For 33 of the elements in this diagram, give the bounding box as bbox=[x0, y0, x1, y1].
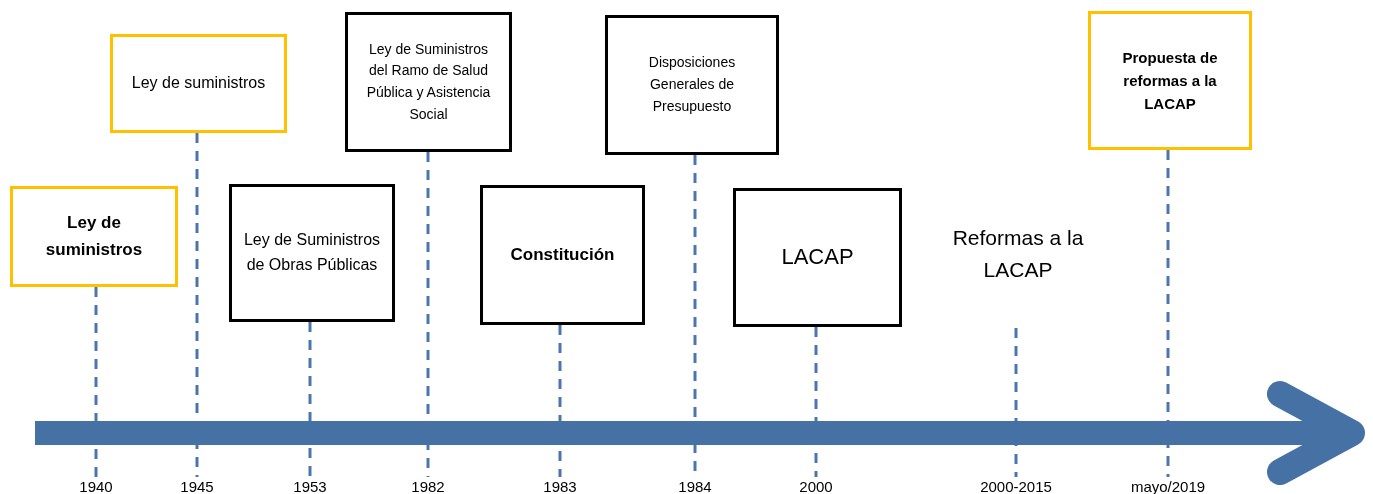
year-label: 1984 bbox=[645, 477, 745, 494]
event-text: Constitución bbox=[510, 243, 615, 266]
year-label: 1982 bbox=[378, 477, 478, 494]
year-label: 1945 bbox=[147, 477, 247, 494]
event-box bbox=[733, 188, 902, 327]
event-box bbox=[10, 186, 178, 287]
event-text: Ley de Suministros de Obras Públicas bbox=[242, 230, 382, 275]
event-box bbox=[110, 34, 287, 133]
year-label: 1940 bbox=[46, 477, 146, 494]
year-label: 1953 bbox=[260, 477, 360, 494]
event-box bbox=[345, 12, 512, 152]
event-box bbox=[480, 185, 645, 325]
event-box bbox=[1088, 11, 1252, 150]
dashed-connector bbox=[558, 325, 562, 477]
year-label: 2000-2015 bbox=[966, 477, 1066, 494]
event-text: Ley de suministros bbox=[131, 73, 266, 94]
dashed-connector bbox=[94, 287, 98, 477]
event-text: Ley de Suministros del Ramo de Salud Pública y Asistencia Social bbox=[365, 39, 492, 124]
event-box bbox=[605, 15, 779, 155]
event-text: Disposiciones Generales de Presupuesto bbox=[647, 53, 737, 116]
dashed-connector bbox=[195, 133, 199, 477]
dashed-connector bbox=[1166, 150, 1170, 477]
dashed-connector bbox=[426, 152, 430, 477]
dashed-connector bbox=[308, 322, 312, 477]
year-label: 2000 bbox=[766, 477, 866, 494]
event-text: LACAP bbox=[781, 243, 854, 272]
event-text: Ley de suministros bbox=[44, 212, 144, 261]
dashed-connector bbox=[814, 327, 818, 477]
dashed-connector bbox=[1014, 328, 1018, 477]
event-text: Propuesta de reformas a la LACAP bbox=[1121, 47, 1219, 115]
event-text: Reformas a la LACAP bbox=[930, 222, 1106, 298]
event-box bbox=[229, 184, 395, 322]
year-label: 1983 bbox=[510, 477, 610, 494]
